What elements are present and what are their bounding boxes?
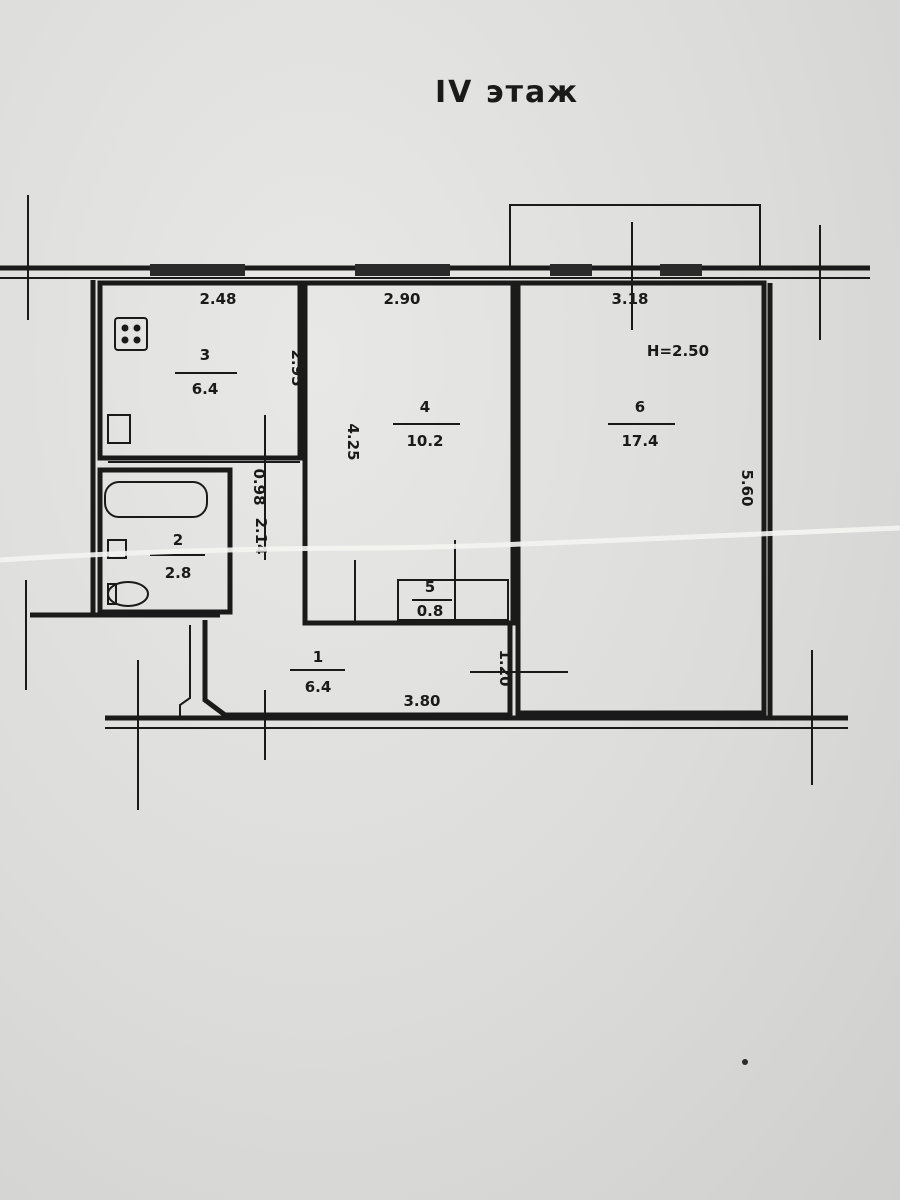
kitchen-depth: 2.95	[288, 349, 306, 386]
paper-crease	[0, 525, 900, 563]
svg-text:4: 4	[420, 398, 430, 416]
room4-window	[355, 264, 450, 276]
toilet-icon	[107, 581, 149, 607]
outer-walls	[0, 195, 870, 810]
kitchen-window	[150, 264, 245, 276]
room6-width: 3.18	[611, 290, 648, 308]
dimension-labels: 2.48 2.90 3.18 H=2.50 3.80 2.95 4.25 5.6…	[199, 290, 756, 710]
room-3-label: 3 6.4	[175, 346, 237, 398]
kitchen-width: 2.48	[199, 290, 236, 308]
svg-text:0.8: 0.8	[417, 602, 444, 620]
closet-walls	[397, 579, 509, 621]
svg-text:6.4: 6.4	[305, 678, 332, 696]
kitchen-sink-icon	[107, 414, 131, 444]
room-4-label: 4 10.2	[393, 398, 460, 450]
svg-text:5: 5	[425, 578, 435, 596]
svg-text:6.4: 6.4	[192, 380, 219, 398]
bath-width: 2.14	[252, 517, 270, 554]
svg-text:10.2: 10.2	[406, 432, 443, 450]
bathtub-icon	[104, 481, 208, 518]
kitchen-walls	[97, 280, 303, 461]
hall-width: 1.20	[496, 649, 514, 686]
balcony	[509, 204, 761, 268]
room4-depth: 4.25	[344, 423, 362, 460]
svg-text:2.8: 2.8	[165, 564, 192, 582]
room-5-label: 5 0.8	[412, 578, 452, 620]
svg-text:17.4: 17.4	[621, 432, 658, 450]
svg-text:6: 6	[635, 398, 645, 416]
room6-window-right	[660, 264, 702, 276]
fixtures	[104, 317, 208, 607]
ink-speck	[742, 1059, 748, 1065]
svg-text:3: 3	[200, 346, 210, 364]
room6-walls	[515, 280, 767, 716]
room-2-label: 2 2.8	[150, 531, 205, 582]
room4-width: 2.90	[383, 290, 420, 308]
windows	[150, 264, 702, 276]
bathroom-walls	[97, 467, 233, 615]
room-1-label: 1 6.4	[290, 648, 345, 696]
interior-walls	[30, 280, 773, 718]
floor-title: IV этаж	[435, 75, 579, 110]
room-6-label: 6 17.4	[608, 398, 675, 450]
ceiling-height: H=2.50	[647, 342, 709, 360]
corridor-width: 0.98	[250, 468, 268, 505]
room-labels: 3 6.4 4 10.2 6 17.4 2 2.8 5 0.8 1 6.4	[150, 346, 675, 696]
washbasin-icon	[107, 539, 127, 559]
svg-text:2: 2	[173, 531, 183, 549]
room6-depth: 5.60	[738, 469, 756, 506]
room4-walls	[302, 280, 516, 626]
stove-icon	[114, 317, 148, 351]
hall-length: 3.80	[403, 692, 440, 710]
svg-text:1: 1	[313, 648, 323, 666]
room6-window-left	[550, 264, 592, 276]
